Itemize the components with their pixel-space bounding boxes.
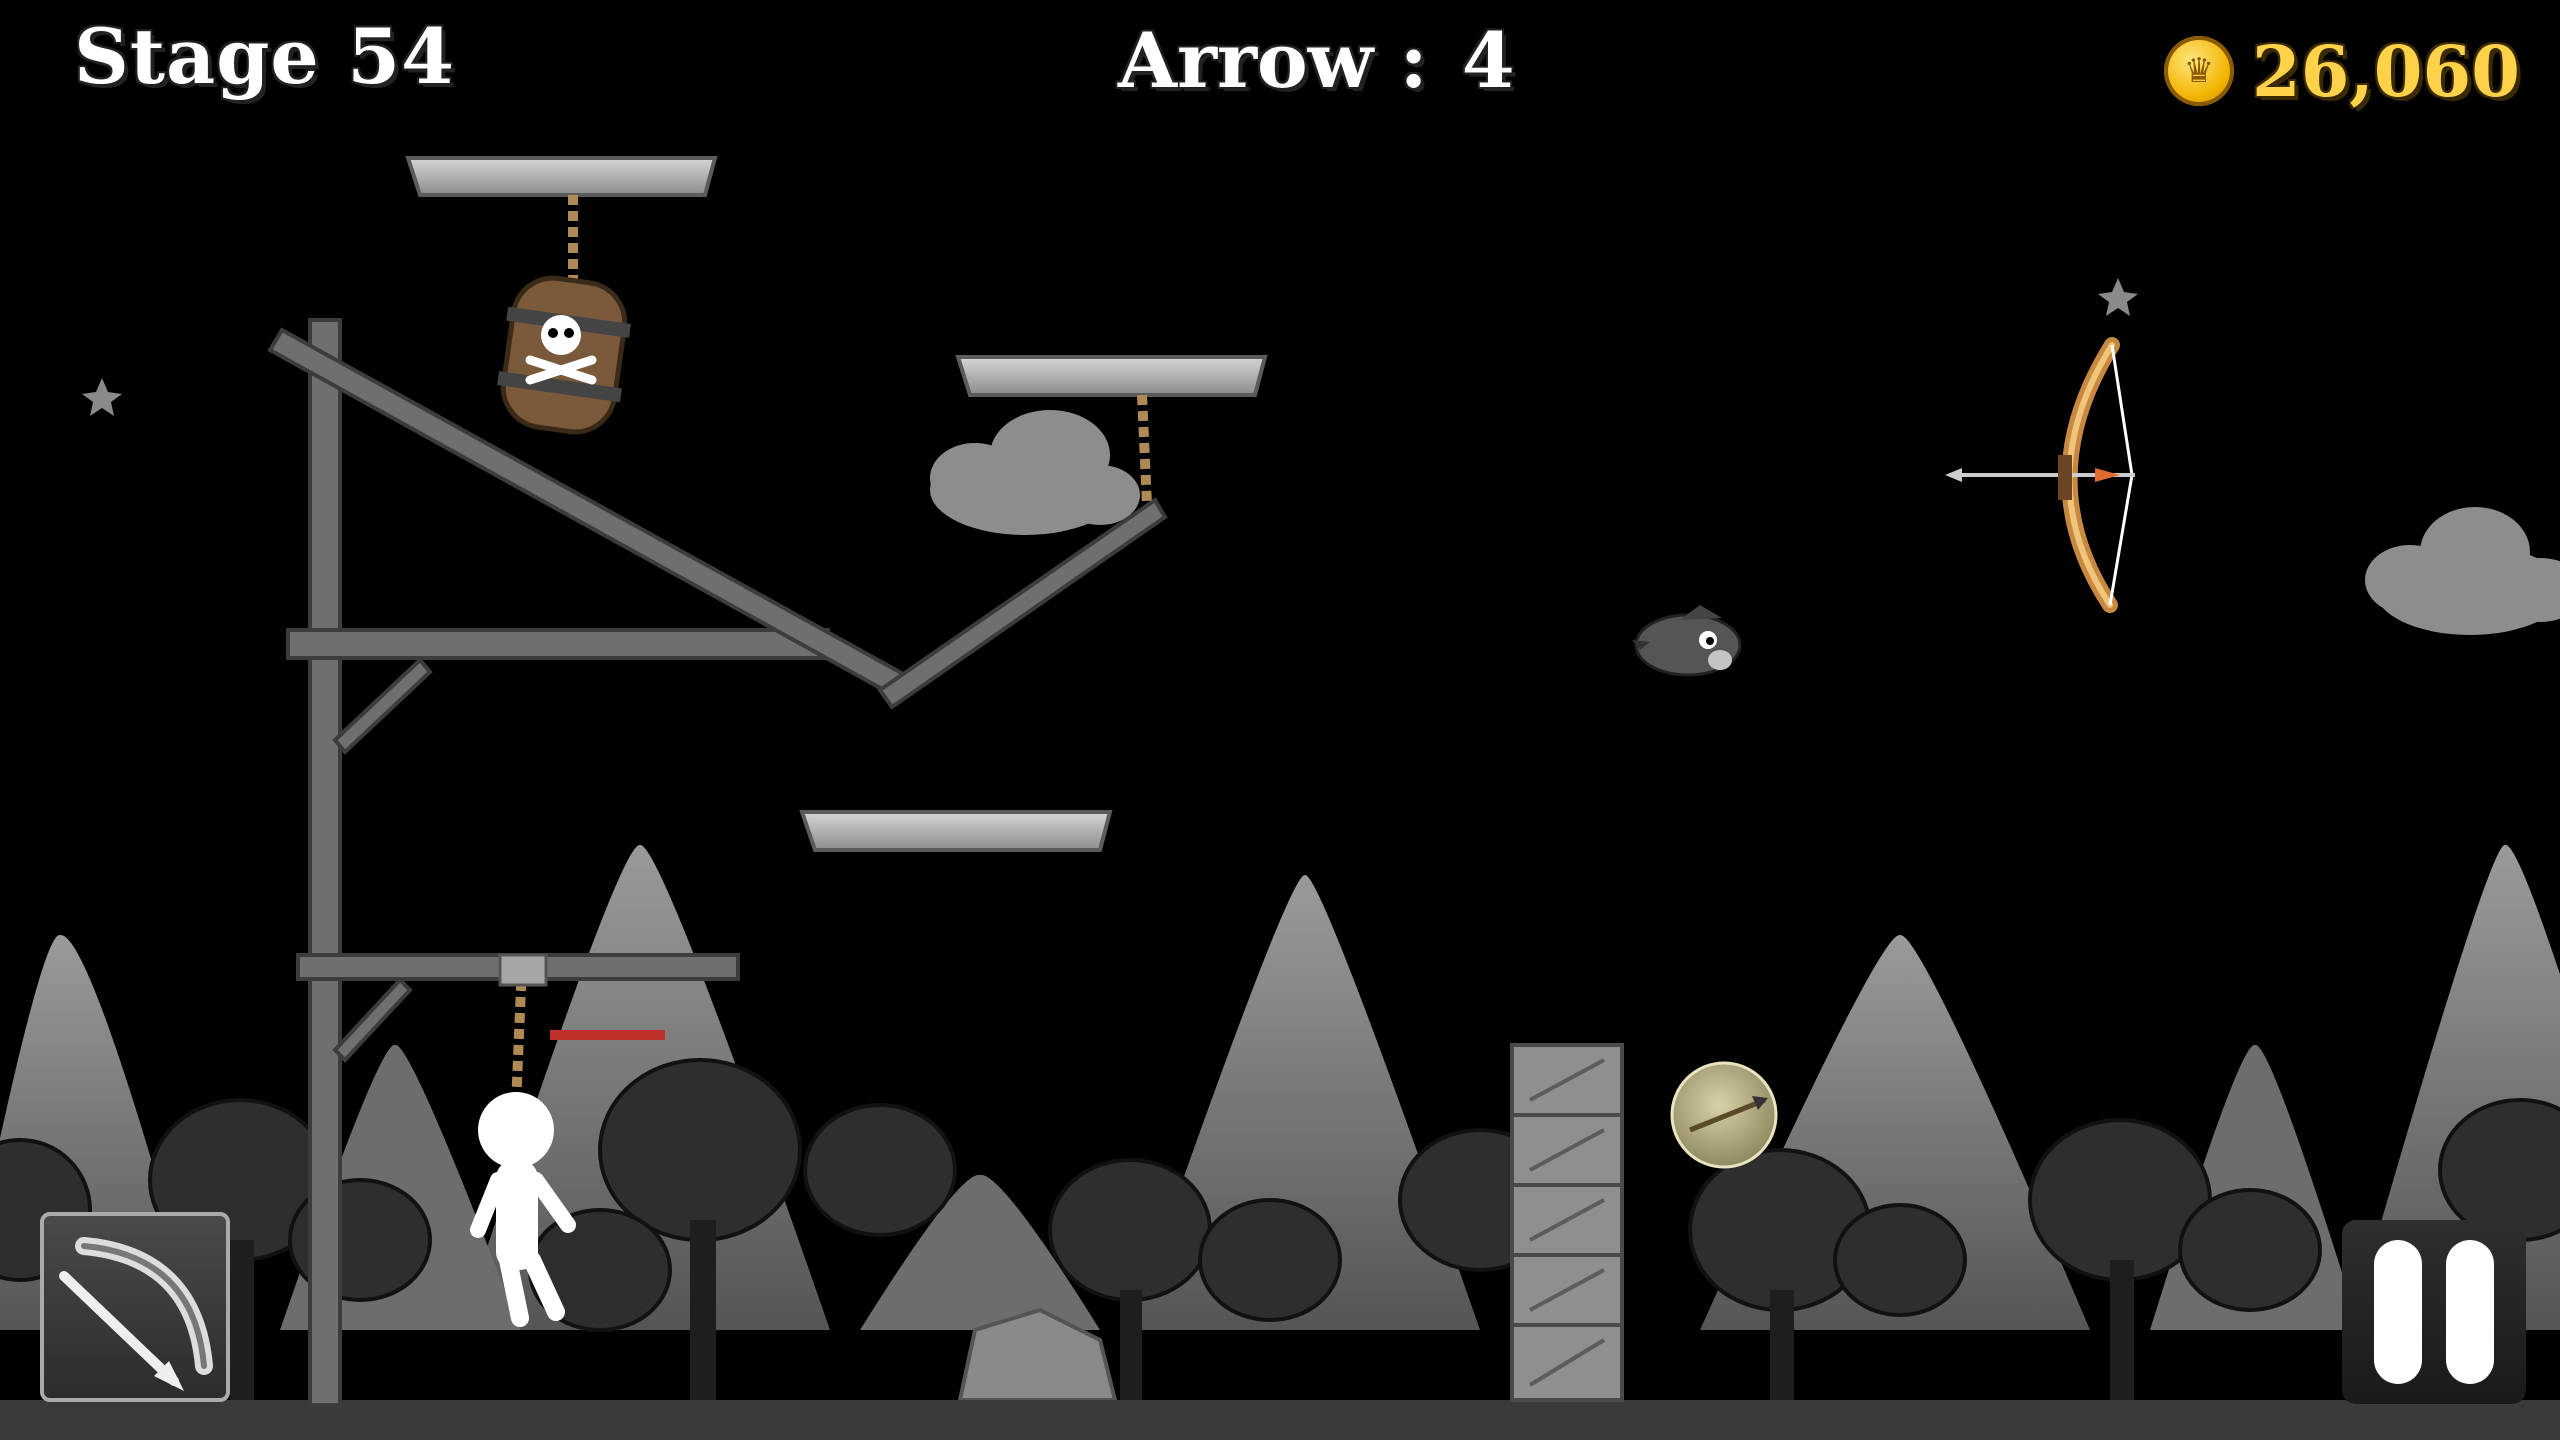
tree-trunks — [230, 1220, 2134, 1400]
arrow-counter: Arrow : 4 — [1118, 16, 1515, 105]
crate-tower — [1510, 1043, 1624, 1402]
pause-icon — [2374, 1240, 2422, 1384]
gallows — [267, 318, 1168, 1407]
arrow-bubble-icon[interactable] — [1670, 1061, 1778, 1169]
weapon-select-button[interactable] — [40, 1212, 230, 1402]
bow-weapon-icon — [59, 1237, 213, 1391]
crown-coin-icon: ♛ — [2164, 36, 2234, 106]
skull-crossbones-icon[interactable] — [497, 273, 631, 437]
angry-bird-enemy[interactable] — [1632, 605, 1742, 677]
arrow-counter-value: 4 — [1461, 16, 1515, 105]
stars — [82, 278, 2138, 416]
ground — [0, 1400, 2560, 1440]
trees — [0, 1058, 2560, 1332]
arrow-counter-label: Arrow : — [1118, 16, 1428, 105]
coin-count: 26,060 — [2252, 29, 2520, 113]
pause-icon — [2446, 1240, 2494, 1384]
cloud-left — [930, 410, 1140, 535]
coin-display: ♛ 26,060 — [2164, 26, 2520, 116]
cloud-right — [2365, 507, 2560, 635]
noose-knot — [498, 953, 548, 987]
ropes — [511, 195, 1152, 1106]
hanging-stickman[interactable] — [470, 1092, 576, 1327]
star — [2098, 278, 2138, 316]
bow-arrow-icon[interactable] — [1945, 337, 2135, 613]
rope-cut-marker — [550, 1030, 665, 1040]
star — [82, 378, 122, 416]
stage-label: Stage 54 — [74, 12, 455, 101]
pause-button[interactable] — [2342, 1220, 2526, 1404]
platform — [405, 156, 1268, 852]
